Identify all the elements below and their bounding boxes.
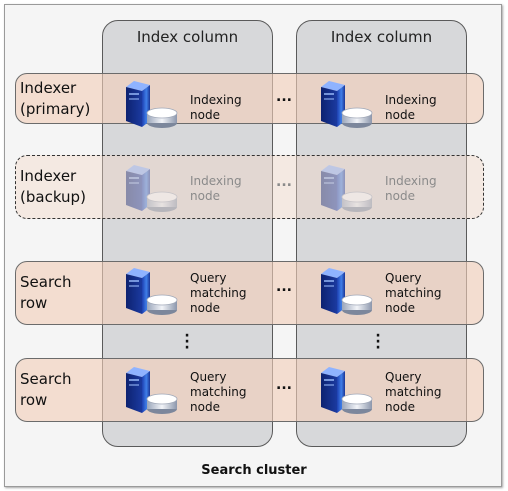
ellipsis: ... [276, 377, 292, 393]
row-label: Indexer (backup) [20, 167, 86, 206]
node-label: Indexing node [385, 174, 437, 203]
node-label: Query matching node [190, 370, 247, 414]
node-label: Query matching node [190, 271, 247, 315]
node-label: Query matching node [385, 271, 442, 315]
query-matching-node: Query matching node [120, 266, 300, 326]
node-label: Indexing node [190, 93, 242, 122]
ellipsis: ... [276, 174, 292, 190]
server-disk-icon [120, 79, 186, 129]
node-label: Query matching node [385, 370, 442, 414]
query-matching-node: Query matching node [315, 365, 495, 425]
indexing-node: Indexing node [315, 79, 495, 139]
server-disk-icon [120, 365, 186, 415]
search-row-1: Search row [15, 261, 484, 325]
server-disk-icon [120, 266, 186, 316]
ellipsis: ... [276, 279, 292, 295]
search-row-2: Search row [15, 358, 484, 422]
server-disk-icon [315, 365, 381, 415]
server-disk-icon [315, 79, 381, 129]
index-column-title: Index column [136, 28, 239, 46]
row-label: Indexer (primary) [20, 79, 91, 118]
indexer-primary-row: Indexer (primary) [15, 73, 484, 124]
vertical-ellipsis: ··· [375, 328, 381, 356]
index-column-title: Index column [330, 28, 433, 46]
node-label: Indexing node [190, 174, 242, 203]
indexing-node-backup: Indexing node [120, 163, 300, 223]
row-label: Search row [20, 370, 72, 409]
query-matching-node: Query matching node [315, 266, 495, 326]
server-disk-icon [120, 163, 186, 213]
indexing-node: Indexing node [120, 79, 300, 139]
query-matching-node: Query matching node [120, 365, 300, 425]
vertical-ellipsis: ··· [184, 328, 190, 356]
server-disk-icon [315, 266, 381, 316]
server-disk-icon [315, 163, 381, 213]
node-label: Indexing node [385, 93, 437, 122]
row-label: Search row [20, 273, 72, 312]
search-cluster-label: Search cluster [201, 463, 307, 478]
indexer-backup-row: Indexer (backup) [15, 155, 484, 219]
indexing-node-backup: Indexing node [315, 163, 495, 223]
ellipsis: ... [276, 89, 292, 105]
